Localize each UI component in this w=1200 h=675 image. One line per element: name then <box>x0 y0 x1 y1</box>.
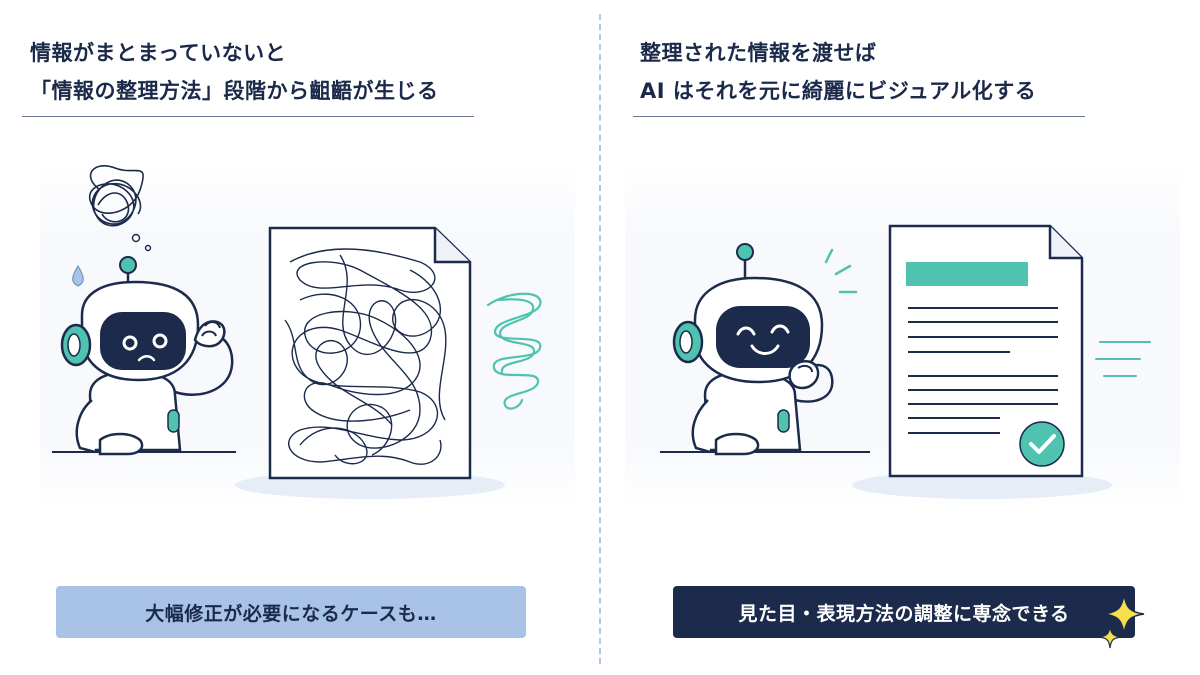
left-caption: 大幅修正が必要になるケースも… <box>56 586 526 638</box>
left-heading: 情報がまとまっていないと 「情報の整理方法」段階から齟齬が生じる <box>30 34 439 110</box>
right-illustration <box>660 224 1151 499</box>
left-heading-line1: 情報がまとまっていないと <box>30 41 287 65</box>
insight-marks-icon <box>824 248 858 294</box>
sweat-drop-icon <box>72 264 84 287</box>
center-divider <box>599 14 601 664</box>
tangle-thought-icon <box>89 165 144 227</box>
organized-document <box>888 224 1084 478</box>
right-heading-line2: AI はそれを元に綺麗にビジュアル化する <box>640 79 1037 103</box>
right-heading: 整理された情報を渡せば AI はそれを元に綺麗にビジュアル化する <box>640 34 1036 110</box>
confused-robot <box>60 256 234 456</box>
squiggle-icon <box>486 292 542 410</box>
scribble-lines <box>284 248 447 465</box>
thought-bubble-dot-2 <box>144 244 152 252</box>
antenna-ball-right <box>736 243 754 261</box>
right-doc-shadow <box>852 471 1112 499</box>
right-caption: 見た目・表現方法の調整に専念できる <box>673 586 1135 638</box>
right-heading-rule <box>633 116 1085 117</box>
sparkle-icon <box>1098 593 1145 649</box>
check-icon <box>1019 421 1065 467</box>
left-heading-line2: 「情報の整理方法」段階から齟齬が生じる <box>30 79 439 103</box>
left-illustration <box>52 165 542 499</box>
right-heading-line1: 整理された情報を渡せば <box>640 41 877 65</box>
doc-text-lines <box>908 307 1058 434</box>
doc-title-bar <box>906 262 1028 286</box>
chest-light <box>167 409 180 433</box>
chest-light-right <box>777 409 790 433</box>
happy-robot <box>672 243 834 456</box>
messy-document <box>268 226 472 480</box>
antenna-ball <box>119 256 137 274</box>
thought-bubble-dot-1 <box>131 233 141 243</box>
speed-lines-icon <box>1095 341 1151 377</box>
left-heading-rule <box>22 116 474 117</box>
